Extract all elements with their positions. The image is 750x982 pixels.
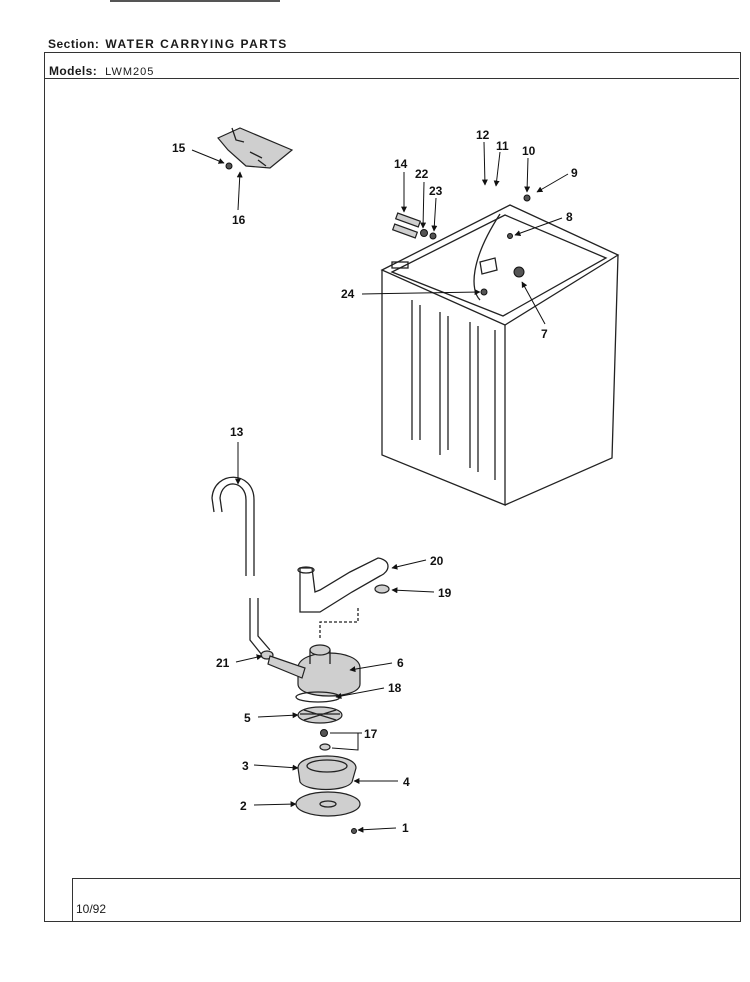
footer-date: 10/92 xyxy=(76,902,107,916)
callout-16: 16 xyxy=(232,213,246,227)
callout-labels: 1 2 3 4 5 6 7 8 9 10 11 12 13 14 15 16 1… xyxy=(172,128,578,835)
section-value: WATER CARRYING PARTS xyxy=(105,37,288,51)
callout-17: 17 xyxy=(364,727,378,741)
callout-3: 3 xyxy=(242,759,249,773)
models-value: LWM205 xyxy=(105,66,155,78)
callout-12: 12 xyxy=(476,128,490,142)
callout-2: 2 xyxy=(240,799,247,813)
callout-6: 6 xyxy=(397,656,404,670)
callout-21: 21 xyxy=(216,656,230,670)
drain-hose xyxy=(211,476,255,576)
footer-bar xyxy=(72,878,740,921)
leader-lines xyxy=(191,141,569,833)
callout-24: 24 xyxy=(341,287,355,301)
outlet-hose xyxy=(249,598,359,660)
callout-1: 1 xyxy=(402,821,409,835)
callout-19: 19 xyxy=(438,586,452,600)
pump-hose xyxy=(297,557,390,613)
pump-internals xyxy=(295,691,361,834)
pump-housing xyxy=(267,644,361,697)
section-label: Section: xyxy=(48,37,100,51)
callout-7: 7 xyxy=(541,327,548,341)
callout-20: 20 xyxy=(430,554,444,568)
washer-cabinet xyxy=(380,194,620,506)
models-bar xyxy=(44,62,739,79)
callout-11: 11 xyxy=(496,139,509,153)
callout-23: 23 xyxy=(429,184,443,198)
callout-13: 13 xyxy=(230,425,244,439)
callout-22: 22 xyxy=(415,167,429,181)
callout-14: 14 xyxy=(394,157,408,171)
callout-10: 10 xyxy=(522,144,536,158)
callout-9: 9 xyxy=(571,166,578,180)
callout-5: 5 xyxy=(244,711,251,725)
callout-18: 18 xyxy=(388,681,402,695)
callout-8: 8 xyxy=(566,210,573,224)
inlet-hose-fittings xyxy=(391,212,437,240)
callout-15: 15 xyxy=(172,141,186,155)
bracket-assembly xyxy=(217,127,294,170)
top-rule xyxy=(110,0,280,2)
models-label: Models: xyxy=(49,64,98,78)
models-heading: Models: LWM205 xyxy=(49,64,154,78)
callout-4: 4 xyxy=(403,775,410,789)
section-heading: Section: WATER CARRYING PARTS xyxy=(48,37,288,51)
diagram-frame xyxy=(44,52,741,922)
